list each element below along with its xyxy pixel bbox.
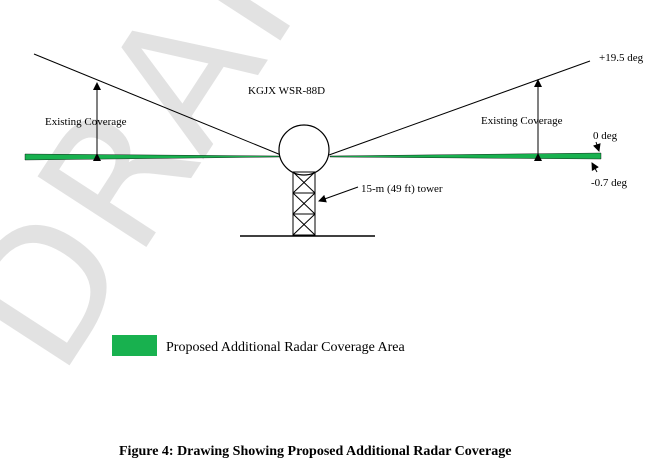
horizon-angle-label: 0 deg [593, 130, 618, 142]
legend-label: Proposed Additional Radar Coverage Area [166, 340, 406, 355]
tower-label: 15-m (49 ft) tower [361, 183, 443, 195]
lower-angle-label: -0.7 deg [591, 177, 628, 189]
radar-label: KGJX WSR-88D [248, 85, 325, 97]
proposed-coverage-right [329, 152, 602, 160]
upper-angle-label: +19.5 deg [599, 52, 644, 64]
radar-dome [278, 124, 330, 176]
existing-coverage-left-label: Existing Coverage [45, 116, 127, 128]
lower-angle-pointer [591, 162, 599, 173]
horizon-angle-pointer [592, 141, 601, 152]
figure-caption: Figure 4: Drawing Showing Proposed Addit… [119, 444, 511, 459]
existing-coverage-right-label: Existing Coverage [481, 115, 563, 127]
beam-upper-right-line [328, 60, 591, 156]
legend-swatch [112, 335, 157, 356]
lattice-tower [292, 171, 316, 236]
beam-upper-left-line [33, 53, 282, 156]
tower-label-arrow [318, 186, 359, 203]
